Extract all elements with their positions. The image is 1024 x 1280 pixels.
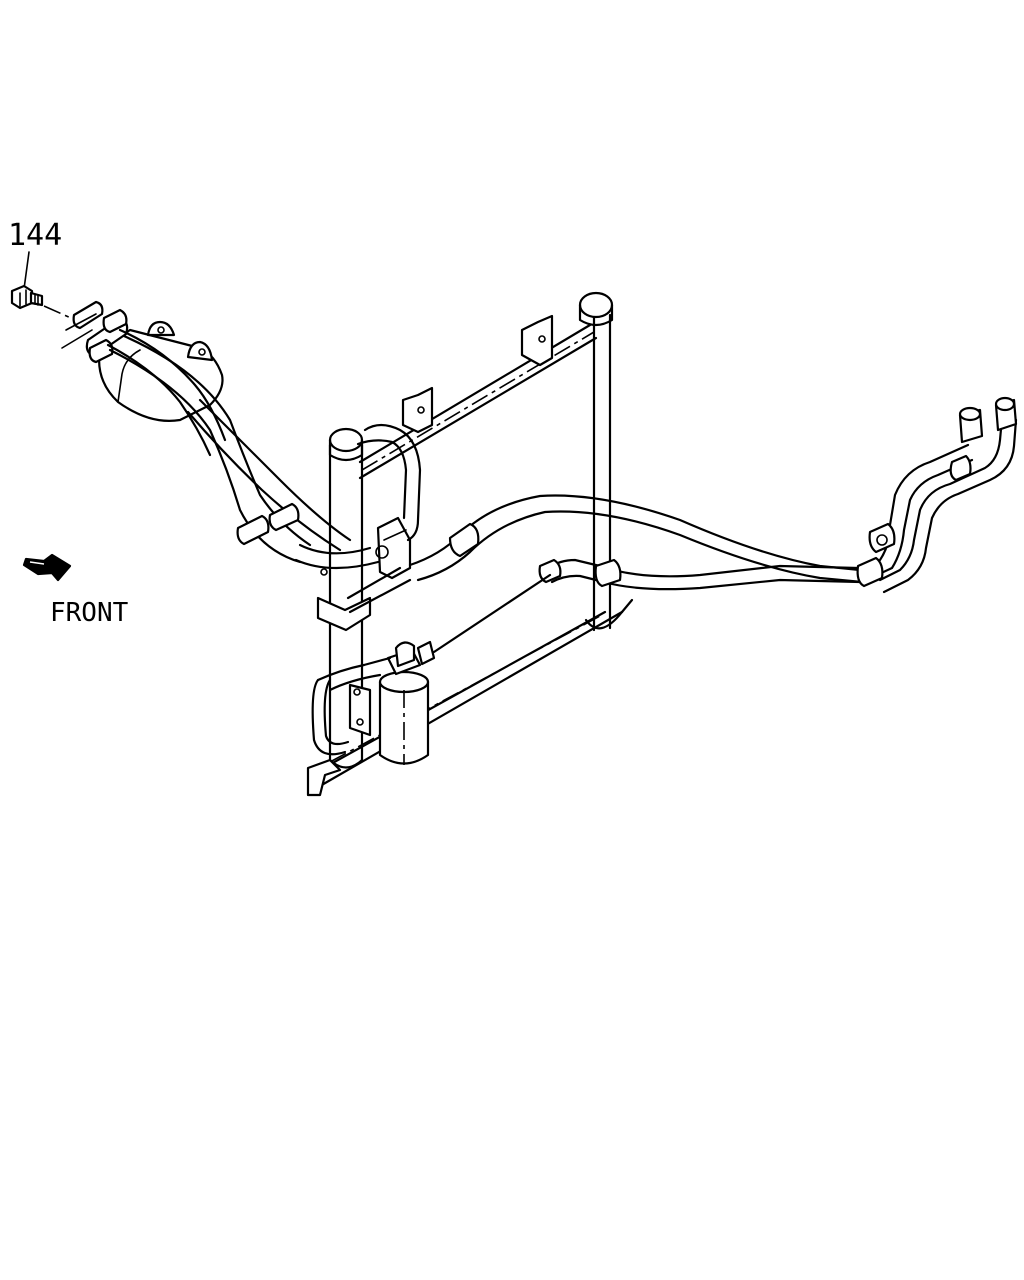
callout-144[interactable]: 144 (8, 218, 81, 323)
front-label: FRONT (50, 598, 129, 628)
left-pipe-loop (346, 423, 422, 614)
hose-lines (106, 328, 412, 580)
callout-label: 144 (8, 218, 62, 253)
front-indicator: FRONT (22, 553, 129, 628)
compressor-assembly (61, 300, 224, 422)
suction-hose (408, 494, 864, 591)
receiver-drier (311, 573, 552, 765)
condenser (306, 291, 634, 797)
right-fittings (856, 396, 1018, 594)
bolt-icon (10, 284, 44, 310)
